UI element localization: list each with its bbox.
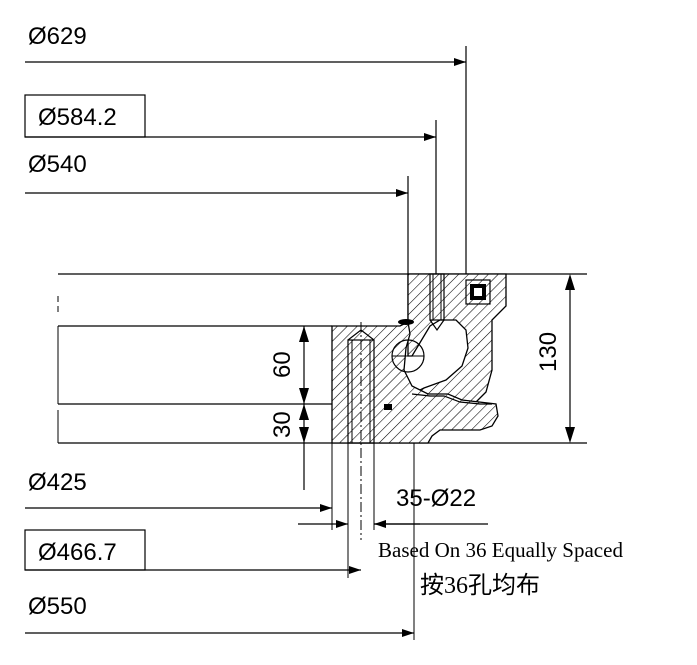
ball — [391, 339, 425, 373]
dim-540-label: Ø540 — [28, 151, 87, 178]
dim-466-label: Ø466.7 — [38, 539, 117, 566]
dim-540: Ø540 — [25, 151, 409, 322]
dim-425-label: Ø425 — [28, 469, 87, 496]
hole-count-label: 35-Ø22 — [396, 485, 476, 512]
extension-lines — [331, 443, 415, 640]
chinese-note: 按36孔均布 — [420, 572, 540, 599]
dim-550: Ø550 — [25, 593, 414, 637]
dim-30-label: 30 — [269, 411, 296, 438]
outer-ring-section — [407, 273, 507, 411]
dim-629-label: Ø629 — [28, 23, 87, 50]
dim-466: Ø466.7 — [24, 529, 361, 574]
dim-550-label: Ø550 — [28, 593, 87, 620]
dim-130-label: 130 — [535, 332, 562, 372]
dim-584-label: Ø584.2 — [38, 104, 117, 131]
dim-584: Ø584.2 — [24, 94, 437, 282]
dim-130: 130 — [535, 274, 575, 443]
inner-ring-section — [331, 319, 499, 540]
dim-60-label: 60 — [269, 351, 296, 378]
ring-outline-lines — [57, 273, 587, 444]
equally-spaced-note: Based On 36 Equally Spaced — [378, 538, 623, 562]
dim-629: Ø629 — [25, 23, 467, 282]
dim-60-30: 60 30 — [269, 326, 309, 490]
dim-hole-22: 35-Ø22 — [298, 485, 488, 528]
dim-425: Ø425 — [25, 469, 332, 512]
